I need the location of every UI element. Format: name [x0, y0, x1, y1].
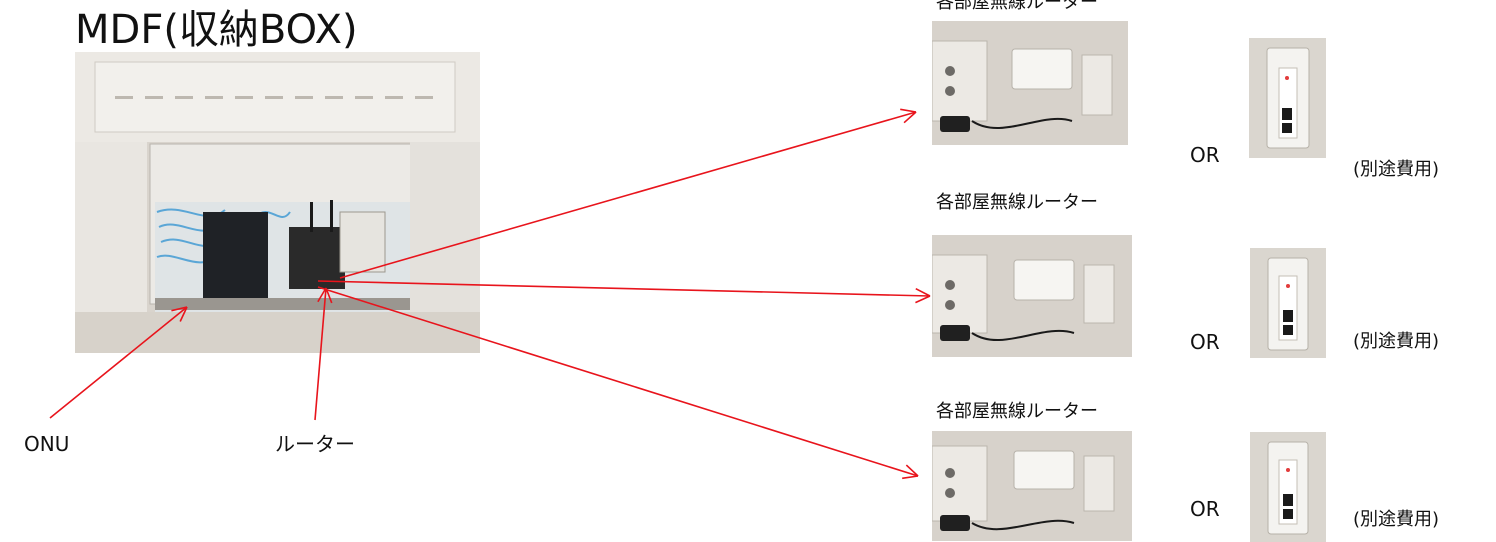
room-router-photo — [932, 21, 1128, 145]
router-label: ルーター — [275, 432, 355, 456]
extra-cost-note: (別途費用) — [1353, 331, 1440, 352]
or-label: OR — [1190, 143, 1220, 167]
or-label: OR — [1190, 330, 1220, 354]
extra-cost-note: (別途費用) — [1353, 159, 1440, 180]
page-title: MDF(収納BOX) — [75, 7, 358, 53]
room-router-caption: 各部屋無線ルーター — [936, 0, 1098, 13]
or-label: OR — [1190, 497, 1220, 521]
wall-ap-photo — [1250, 248, 1326, 358]
room-router-photo — [932, 431, 1132, 541]
room-router-caption: 各部屋無線ルーター — [936, 192, 1098, 213]
mdf-box-photo — [75, 52, 480, 353]
room-router-photo — [932, 235, 1132, 357]
wall-ap-photo — [1250, 432, 1326, 542]
room-router-caption: 各部屋無線ルーター — [936, 401, 1098, 422]
extra-cost-note: (別途費用) — [1353, 509, 1440, 530]
wall-ap-photo — [1249, 38, 1326, 158]
onu-label: ONU — [24, 432, 70, 456]
